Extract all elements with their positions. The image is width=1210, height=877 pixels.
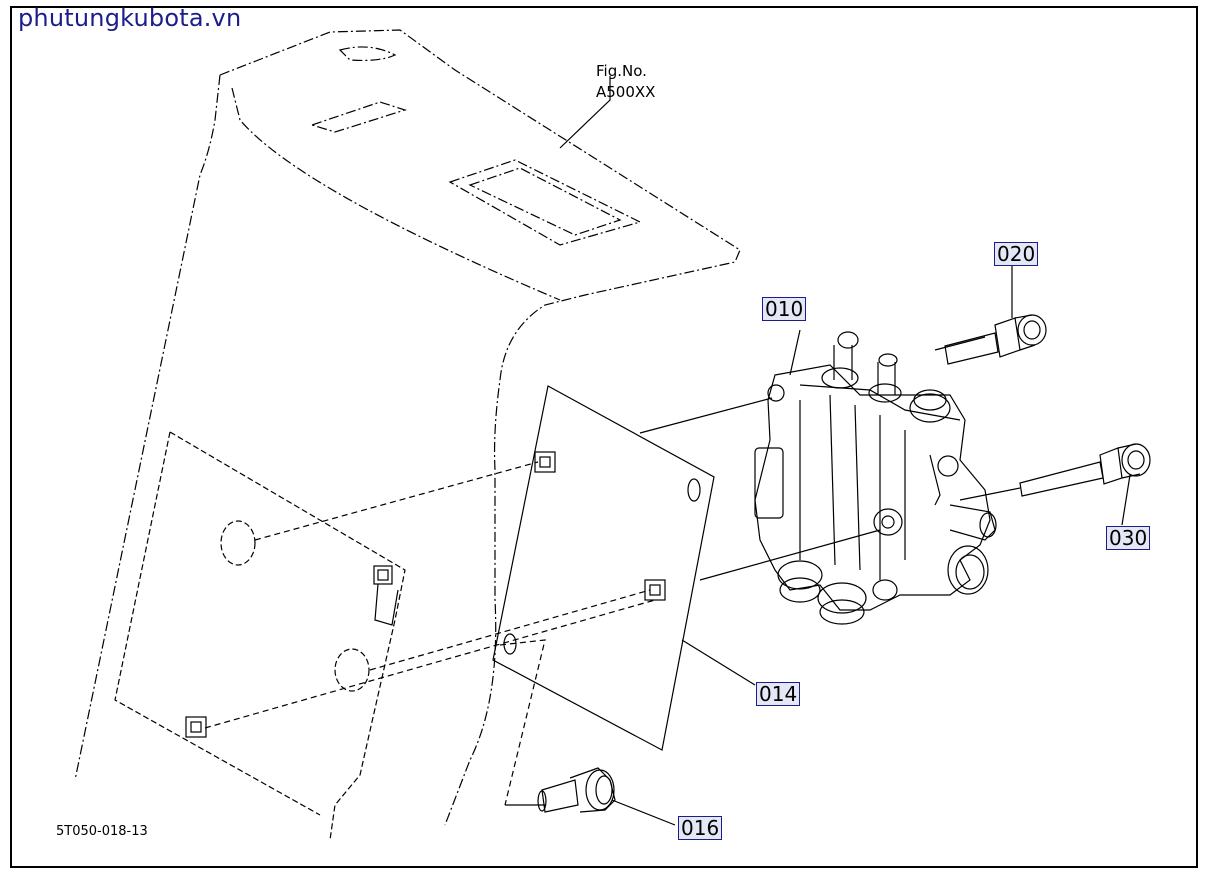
assembly-lines: [204, 461, 656, 806]
fender-outline: [74, 29, 741, 826]
callout-020[interactable]: 020: [994, 242, 1039, 266]
bolt-020: [944, 314, 1047, 365]
leader-lines: [505, 76, 1131, 826]
control-valve: [754, 331, 997, 625]
fitting-016: [537, 767, 616, 813]
gasket-plate: [492, 385, 715, 751]
callout-030[interactable]: 030: [1106, 526, 1151, 550]
callout-016[interactable]: 016: [678, 816, 723, 840]
panel-tabs: [185, 565, 399, 738]
bolt-030: [1019, 443, 1151, 497]
watermark-text: phutungkubota.vn: [18, 4, 242, 32]
drawing-frame: [10, 6, 1198, 868]
rear-panel: [114, 431, 406, 841]
drawing-code: 5T050-018-13: [56, 824, 148, 839]
callout-014[interactable]: 014: [756, 682, 801, 706]
callout-010[interactable]: 010: [762, 297, 807, 321]
figure-number: A500XX: [596, 83, 656, 101]
figure-label: Fig.No.: [596, 62, 647, 80]
